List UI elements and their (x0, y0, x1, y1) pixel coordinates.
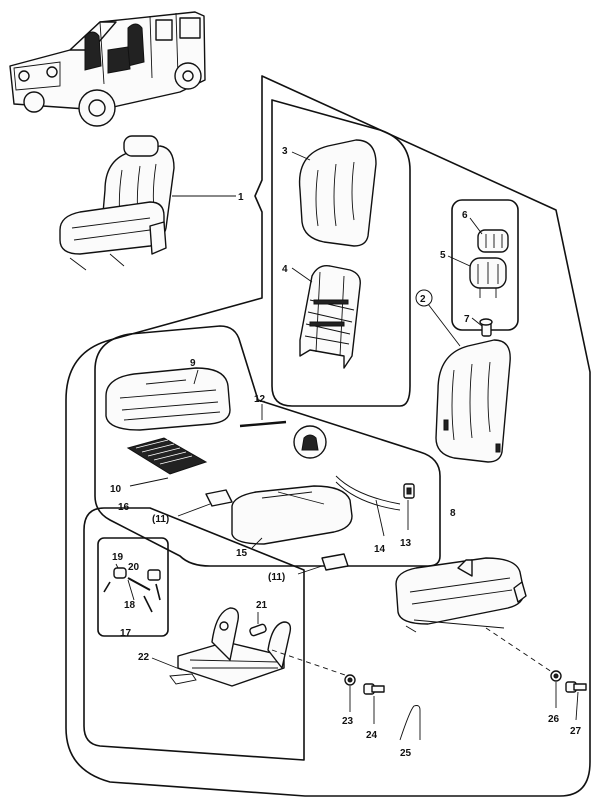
callout-3: 3 (282, 146, 288, 157)
mount-line-left (271, 649, 349, 677)
pad-upper (205, 489, 233, 507)
callout-14: 14 (374, 544, 386, 555)
clip (403, 483, 415, 499)
insert-detail (293, 425, 327, 459)
spring-clamp (399, 705, 421, 741)
lever-parts (103, 567, 161, 613)
seat-cushion-cover (105, 367, 231, 431)
callout-21: 21 (256, 600, 268, 611)
callout-7: 7 (464, 314, 470, 325)
backrest-frame (271, 99, 411, 407)
washer-right (550, 670, 562, 682)
callout-16: 16 (118, 502, 130, 513)
callout-6: 6 (462, 210, 468, 221)
pad-lower (321, 553, 349, 571)
callout-13: 13 (400, 538, 412, 549)
seat-frame-assembly (395, 557, 527, 633)
callout-2-circle (415, 289, 433, 307)
callout-22: 22 (138, 652, 150, 663)
callout-11-lower: (11) (268, 572, 285, 583)
spring-strap (335, 475, 401, 511)
headrest-guide (479, 318, 493, 337)
front-seat-complete (59, 135, 175, 271)
washer-left (344, 674, 356, 686)
callout-1: 1 (238, 192, 244, 203)
callout-25: 25 (400, 748, 412, 759)
foam-cushion (231, 485, 353, 545)
callout-10: 10 (110, 484, 122, 495)
leader-lines (115, 151, 579, 724)
backrest-frame-part (299, 265, 361, 369)
mount-line-right (485, 627, 553, 673)
callout-8: 8 (450, 508, 456, 519)
lever-box (97, 537, 169, 637)
callout-27: 27 (570, 726, 582, 737)
headrest-large (469, 257, 507, 298)
callout-20: 20 (128, 562, 140, 573)
callout-12: 12 (254, 394, 266, 405)
callout-11-upper: (11) (152, 514, 169, 525)
callout-26: 26 (548, 714, 560, 725)
rail-frame (83, 507, 305, 761)
outer-frame (65, 75, 591, 797)
callout-15: 15 (236, 548, 248, 559)
cushion-frame (94, 325, 441, 567)
callout-19: 19 (112, 552, 124, 563)
callout-2: 2 (420, 294, 426, 305)
callout-5: 5 (440, 250, 446, 261)
vehicle-illustration (9, 11, 206, 127)
callout-17: 17 (120, 628, 132, 639)
backrest-complete (435, 339, 511, 463)
callout-18: 18 (124, 600, 136, 611)
callout-4: 4 (282, 264, 288, 275)
bolt-right (565, 681, 587, 693)
backrest-cover (298, 139, 377, 247)
heating-mat (126, 437, 208, 475)
headrest-small (477, 229, 509, 253)
seat-rail (169, 607, 292, 687)
callout-23: 23 (342, 716, 354, 727)
bolt-left (363, 683, 385, 695)
pin (249, 623, 267, 637)
rod (239, 420, 287, 428)
callout-9: 9 (190, 358, 196, 369)
callout-24: 24 (366, 730, 378, 741)
